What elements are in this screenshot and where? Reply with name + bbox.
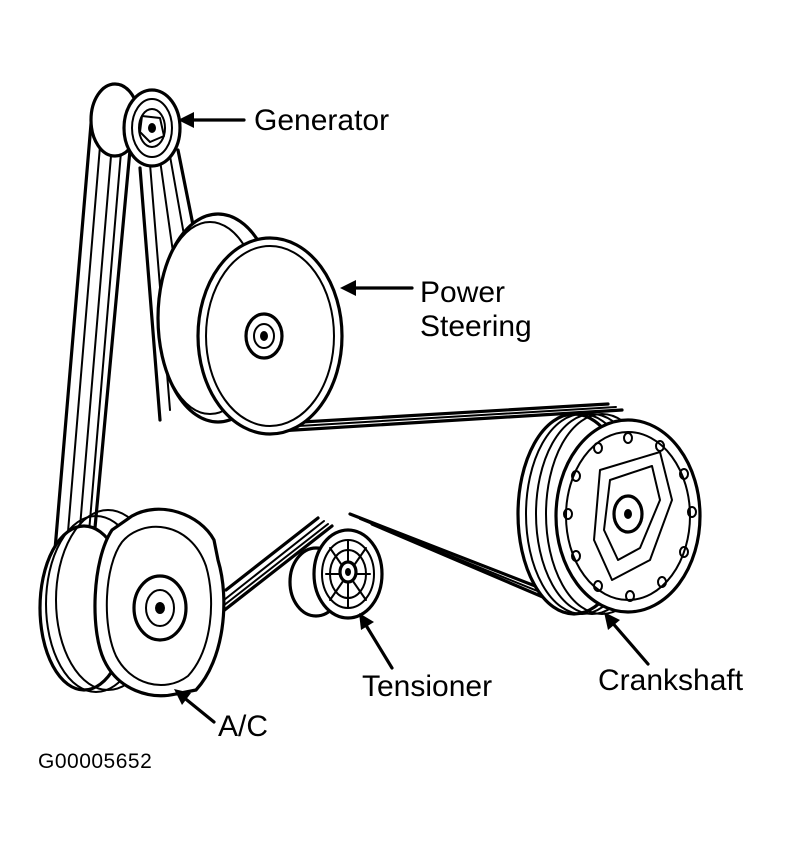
serpentine-belt [50, 110, 624, 614]
crankshaft-pulley [516, 412, 702, 616]
tensioner-label: Tensioner [362, 670, 492, 703]
generator-callout [178, 112, 246, 128]
ac-callout [174, 689, 216, 724]
ac-compressor-pulley [38, 507, 226, 698]
generator-label: Generator [254, 104, 389, 137]
power-steering-label-line2: Steering [420, 310, 532, 343]
crankshaft-label: Crankshaft [598, 664, 744, 697]
tensioner-callout [359, 613, 394, 670]
crankshaft-callout [604, 612, 650, 666]
ac-label: A/C [218, 710, 268, 743]
power-steering-label-line1: Power [420, 276, 505, 309]
tensioner-pulley [288, 528, 384, 620]
power-steering-pulley [156, 212, 344, 436]
figure-id: G00005652 [38, 750, 152, 773]
generator-pulley [89, 82, 182, 168]
power-steering-callout [340, 280, 414, 296]
